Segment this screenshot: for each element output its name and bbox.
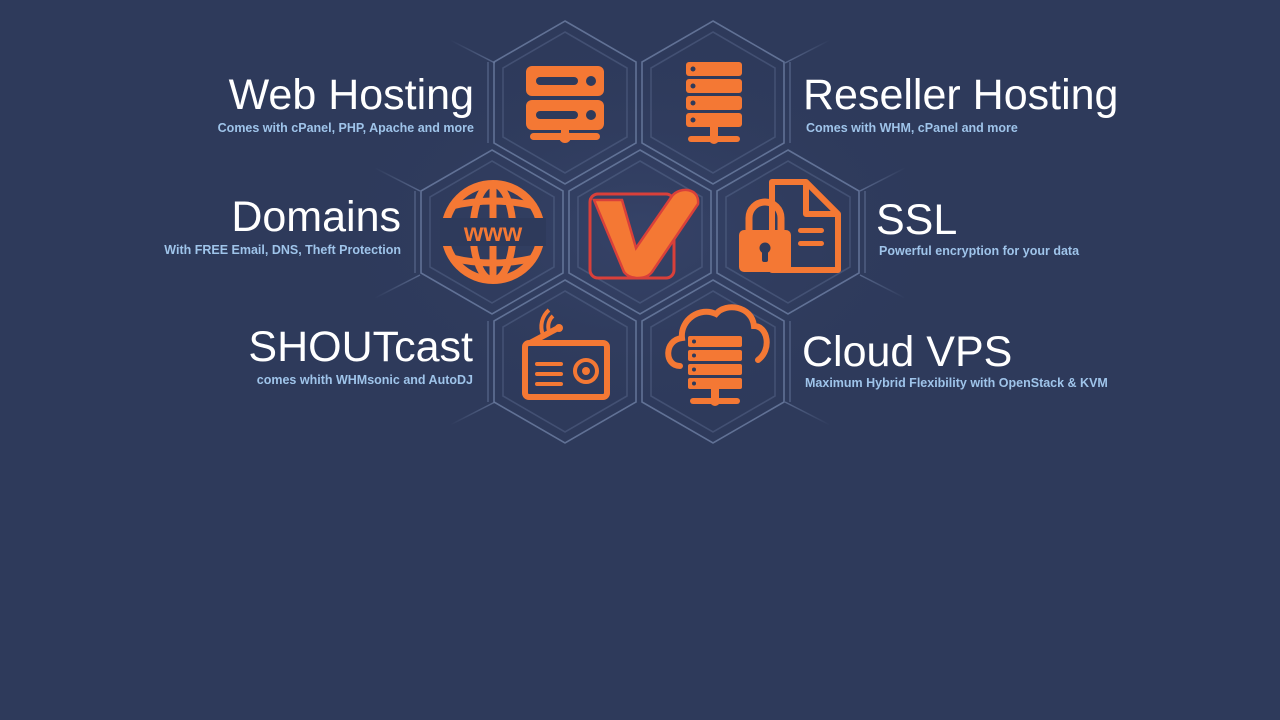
- service-web-hosting[interactable]: Web Hosting Comes with cPanel, PHP, Apac…: [218, 72, 474, 136]
- cloud-server-icon[interactable]: [665, 304, 770, 406]
- service-subtitle: Comes with cPanel, PHP, Apache and more: [217, 121, 474, 135]
- service-title: Reseller Hosting: [803, 71, 1119, 119]
- radio-icon[interactable]: [522, 308, 610, 400]
- service-title: Domains: [231, 193, 401, 241]
- hex-logo: [568, 149, 712, 315]
- service-title: SSL: [876, 196, 958, 244]
- service-subtitle: Powerful encryption for your data: [879, 244, 1080, 258]
- service-cloud-vps[interactable]: Cloud VPS Maximum Hybrid Flexibility wit…: [802, 329, 1108, 391]
- service-subtitle: comes whith WHMsonic and AutoDJ: [256, 373, 473, 387]
- server-rack-icon[interactable]: [686, 62, 742, 144]
- service-reseller-hosting[interactable]: Reseller Hosting Comes with WHM, cPanel …: [803, 72, 1118, 136]
- hex-web-hosting: [493, 20, 637, 185]
- service-shoutcast[interactable]: SHOUTcast comes whith WHMsonic and AutoD…: [248, 324, 473, 388]
- hex-reseller-hosting: [641, 20, 785, 185]
- hex-cloud-vps: [641, 279, 785, 444]
- service-title: SHOUTcast: [248, 323, 473, 371]
- hex-shoutcast: [493, 279, 637, 444]
- globe-www-icon[interactable]: www: [440, 180, 546, 284]
- service-title: Cloud VPS: [802, 328, 1013, 376]
- checkmark-logo-icon[interactable]: [588, 188, 700, 280]
- center-glow: [310, 17, 970, 447]
- padlock-document-icon[interactable]: [739, 179, 841, 273]
- service-domains[interactable]: Domains With FREE Email, DNS, Theft Prot…: [164, 194, 401, 258]
- server-stack-icon[interactable]: [526, 66, 604, 143]
- service-title: Web Hosting: [228, 71, 474, 119]
- service-subtitle: With FREE Email, DNS, Theft Protection: [164, 243, 401, 257]
- service-subtitle: Maximum Hybrid Flexibility with OpenStac…: [805, 376, 1108, 390]
- hex-domains: [420, 149, 564, 315]
- service-subtitle: Comes with WHM, cPanel and more: [806, 121, 1018, 135]
- service-ssl[interactable]: SSL Powerful encryption for your data: [876, 197, 1079, 259]
- outer-hex-fragments: [374, 39, 906, 426]
- hex-ssl: [716, 149, 860, 315]
- svg-text:www: www: [463, 219, 523, 247]
